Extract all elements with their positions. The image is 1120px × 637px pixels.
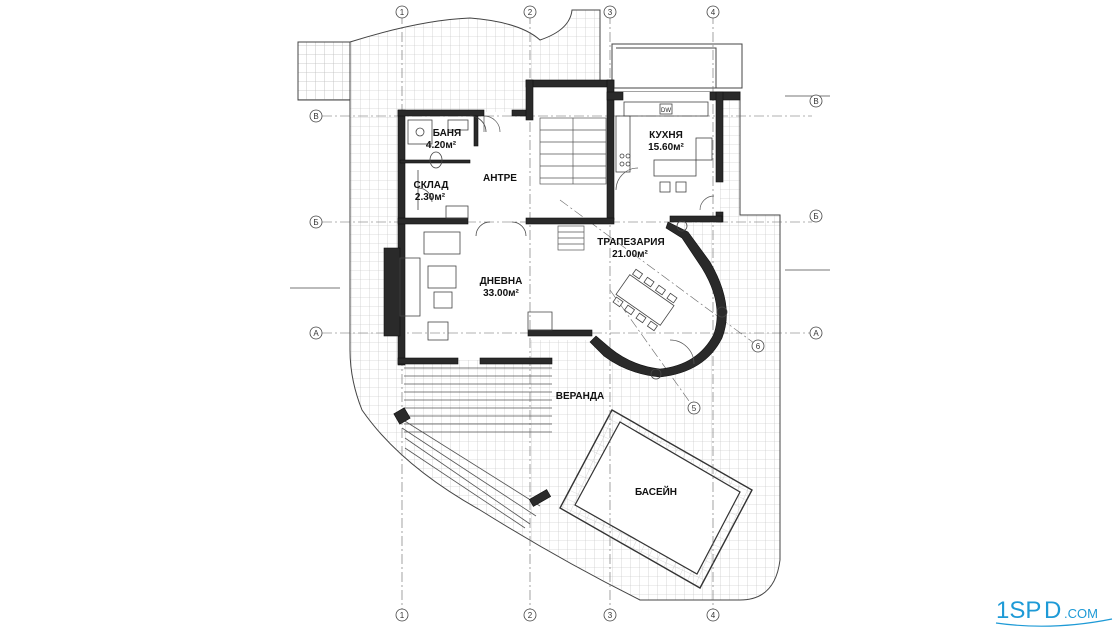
axis-row-a-label-right: А [813,329,819,338]
room-antre-name: АНТРЕ [483,173,517,184]
kitchen-fixtures: DW [615,101,713,193]
site-logo: 1SP D .COM [992,589,1120,632]
room-kuhnya-area: 15.60м² [648,142,684,153]
axis-row-v-label-right: В [813,97,818,106]
room-dnevna-name: ДНЕВНА [480,276,523,287]
axis-markers: 1 2 3 4 1 2 3 4 В Б А В Б А 5 6 [309,5,823,622]
axis-col-2-label: 2 [528,8,533,17]
room-dnevna-area: 33.00м² [483,288,519,299]
room-trapezaria-name: ТРАПЕЗАРИЯ [597,237,664,248]
axis-row-b-label: Б [313,218,318,227]
room-labels: БАНЯ 4.20м² СКЛАД 2.30м² АНТРЕ КУХНЯ 15.… [413,128,684,498]
axis-row-v-right: В [809,94,823,108]
axis-row-a-left: А [309,326,323,340]
doors [483,115,715,365]
pool [559,409,753,589]
logo-swoosh [995,618,1113,627]
dining-table [612,220,728,380]
axis-col-1-label-bottom: 1 [400,611,405,620]
living-furniture [399,221,553,341]
bathroom-fixtures [407,115,487,219]
axis-diag-6-label: 6 [756,342,761,351]
room-kuhnya-name: КУХНЯ [649,130,683,141]
room-sklad-name: СКЛАД [413,180,448,191]
axis-col-2-bottom: 2 [523,608,537,622]
axis-row-a-label: А [313,329,319,338]
room-sklad-area: 2.30м² [415,192,446,203]
axis-col-1-top: 1 [395,5,409,19]
axis-col-1-label: 1 [400,8,405,17]
axis-col-3-bottom: 3 [603,608,617,622]
veranda-steps [399,367,552,529]
room-basein-name: БАСЕЙН [635,485,677,498]
axis-col-3-top: 3 [603,5,617,19]
axis-diag-5: 5 [687,401,701,415]
room-banya-area: 4.20м² [426,140,457,151]
axis-diag-6: 6 [751,339,765,353]
axis-col-1-bottom: 1 [395,608,409,622]
axis-diag-5-label: 5 [692,404,697,413]
logo-text-d: D [1044,597,1061,624]
logo-text-main: 1SP [996,597,1041,624]
axis-row-b-right: Б [809,209,823,223]
axis-row-v-label: В [313,112,318,121]
logo-text-com: .COM [1064,606,1098,621]
axis-row-a-right: А [809,326,823,340]
walls [383,79,741,507]
axis-col-4-top: 4 [706,5,720,19]
room-veranda-name: ВЕРАНДА [556,391,604,402]
room-trapezaria-area: 21.00м² [612,249,648,260]
axis-col-2-top: 2 [523,5,537,19]
axis-col-4-bottom: 4 [706,608,720,622]
axis-col-2-label-bottom: 2 [528,611,533,620]
axis-row-v-left: В [309,109,323,123]
axis-col-4-label: 4 [711,8,716,17]
axis-row-b-label-right: Б [813,212,818,221]
interior-floor [404,86,724,375]
logo-graphic: 1SP D .COM [992,589,1120,632]
axis-col-3-label: 3 [608,8,613,17]
staircase [539,117,607,251]
room-banya-name: БАНЯ [433,128,461,139]
axis-col-3-label-bottom: 3 [608,611,613,620]
dishwasher-label: DW [661,108,671,114]
axis-col-4-label-bottom: 4 [711,611,716,620]
axis-row-b-left: Б [309,215,323,229]
